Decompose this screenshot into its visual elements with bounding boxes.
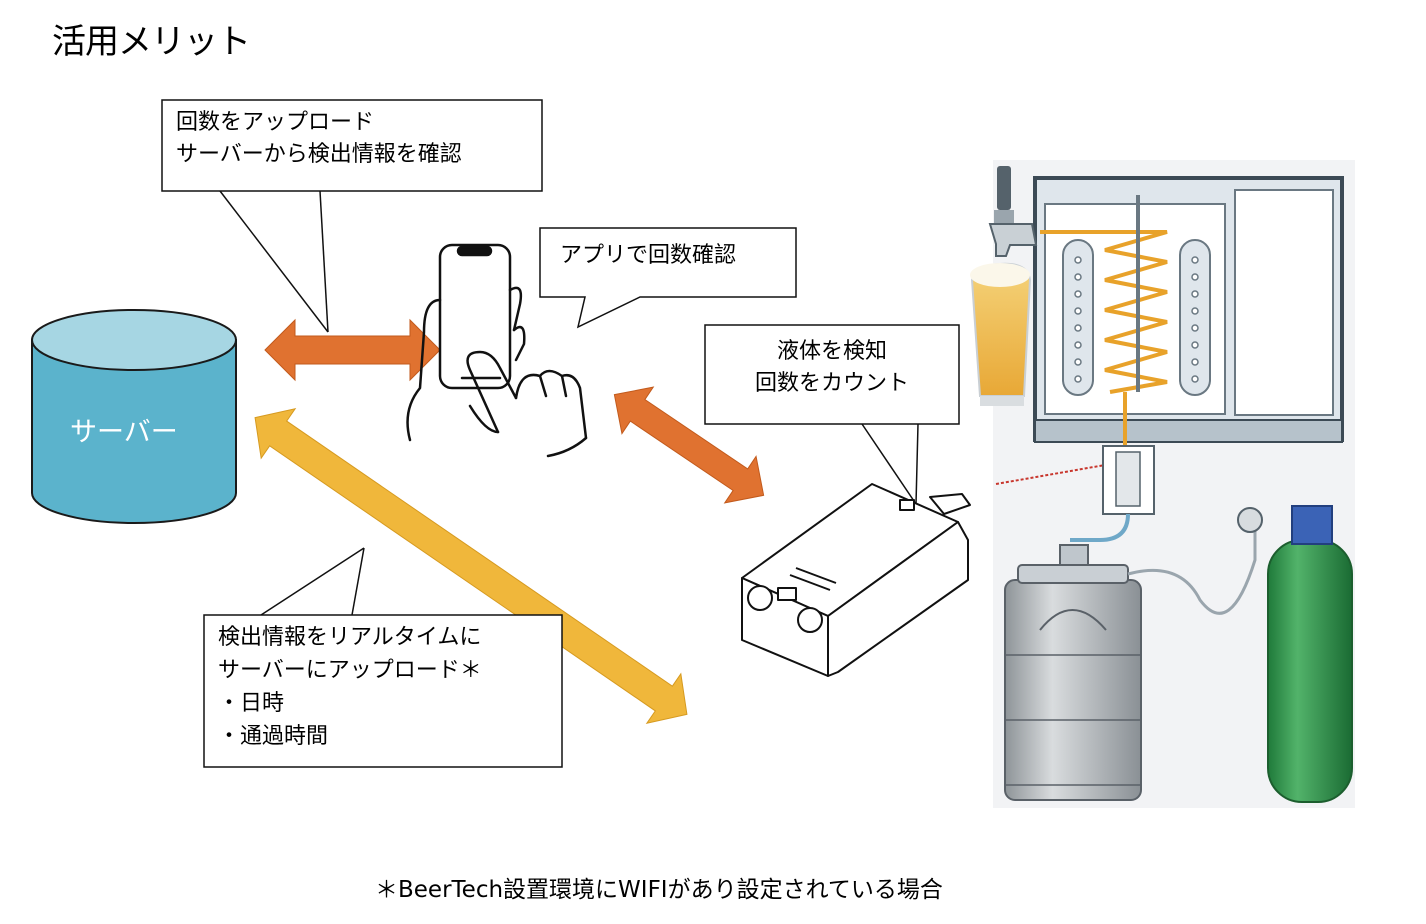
callout-detect-box [704,324,960,505]
callout-detect-line: 液体を検知 [776,339,887,364]
callout-realtime-line: ・日時 [218,691,285,716]
beer-server-illustration-icon [970,160,1355,808]
server-phone-arrow [264,318,441,382]
callout-upload-count: 回数をアップロード サーバーから検出情報を確認 [176,107,462,171]
callout-app-check: アプリで回数確認 [560,240,736,272]
callout-realtime-line: 検出情報をリアルタイムに [218,625,482,650]
server-database-icon [31,309,237,524]
page-title: 活用メリット [52,22,251,62]
callout-realtime: 検出情報をリアルタイムに サーバーにアップロード＊ ・日時 ・通過時間 [218,621,482,753]
phone-device-arrow [613,386,765,504]
callout-upload-count-line: サーバーから検出情報を確認 [176,141,462,167]
sensor-device-icon [741,483,971,677]
callout-app-check-line: アプリで回数確認 [560,243,737,268]
callout-app-check-box [539,227,797,329]
callout-realtime-box [203,547,563,768]
smartphone-hand-icon [406,243,588,458]
callout-upload-count-line: 回数をアップロード [176,110,375,135]
callout-realtime-line: サーバーにアップロード＊ [218,658,482,683]
footnote: ＊BeerTech設置環境にWIFIがあり設定されている場合 [375,877,943,903]
server-label: サーバー [70,417,178,448]
server-device-arrow [254,407,688,725]
callout-detect: 液体を検知 回数をカウント [705,336,959,400]
callout-upload-count-box [161,99,543,333]
callout-detect-line: 回数をカウント [754,370,909,396]
callout-realtime-line: ・通過時間 [218,724,329,749]
